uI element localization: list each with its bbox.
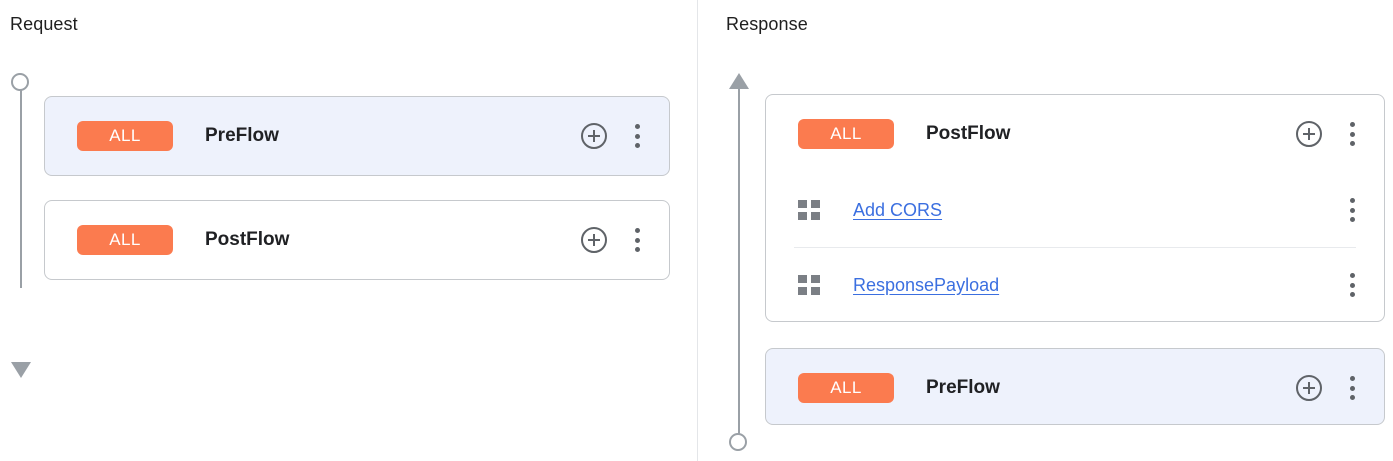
arrow-up-icon	[729, 73, 749, 89]
flow-card-response-postflow[interactable]: ALL PostFlow Add CORS ResponsePayl	[765, 94, 1385, 322]
flow-card-header: ALL PreFlow	[45, 97, 669, 175]
policy-divider	[794, 247, 1356, 248]
arrow-down-icon	[11, 362, 31, 378]
policy-name-link[interactable]: Add CORS	[853, 199, 943, 220]
plus-circle-icon[interactable]	[581, 227, 607, 253]
grid-drag-icon[interactable]	[798, 275, 820, 295]
kebab-menu-icon[interactable]	[1340, 121, 1364, 147]
response-flow-rail	[729, 73, 749, 451]
rail-line	[20, 90, 22, 288]
plus-circle-icon[interactable]	[1296, 375, 1322, 401]
flow-name-label: PreFlow	[926, 377, 1000, 398]
grid-drag-icon[interactable]	[798, 200, 820, 220]
request-panel-title: Request	[10, 14, 78, 34]
method-badge: ALL	[77, 121, 173, 151]
kebab-menu-icon[interactable]	[1340, 272, 1364, 298]
method-badge: ALL	[798, 119, 894, 149]
policy-row[interactable]: Add CORS	[766, 173, 1384, 247]
flow-card-header: ALL PostFlow	[766, 95, 1384, 173]
policy-row[interactable]: ResponsePayload	[766, 248, 1384, 322]
plus-circle-icon[interactable]	[581, 123, 607, 149]
flow-card-header: ALL PostFlow	[45, 201, 669, 279]
flow-name-label: PostFlow	[926, 123, 1011, 144]
request-flow-rail	[11, 73, 31, 378]
kebab-menu-icon[interactable]	[1340, 375, 1364, 401]
circle-node-icon	[11, 73, 29, 91]
request-panel: Request	[10, 14, 78, 34]
kebab-menu-icon[interactable]	[625, 123, 649, 149]
flow-card-request-postflow[interactable]: ALL PostFlow	[44, 200, 670, 280]
flow-card-header: ALL PreFlow	[766, 349, 1384, 427]
kebab-menu-icon[interactable]	[625, 227, 649, 253]
flow-card-request-preflow[interactable]: ALL PreFlow	[44, 96, 670, 176]
policy-name-link[interactable]: ResponsePayload	[853, 274, 1000, 295]
response-panel-title: Response	[726, 14, 808, 34]
method-badge: ALL	[77, 225, 173, 255]
rail-line	[738, 88, 740, 436]
flow-card-response-preflow[interactable]: ALL PreFlow	[765, 348, 1385, 425]
circle-node-icon	[729, 433, 747, 451]
plus-circle-icon[interactable]	[1296, 121, 1322, 147]
method-badge: ALL	[798, 373, 894, 403]
flow-name-label: PreFlow	[205, 125, 279, 146]
kebab-menu-icon[interactable]	[1340, 197, 1364, 223]
response-panel: Response	[697, 0, 1393, 461]
flow-name-label: PostFlow	[205, 229, 290, 250]
